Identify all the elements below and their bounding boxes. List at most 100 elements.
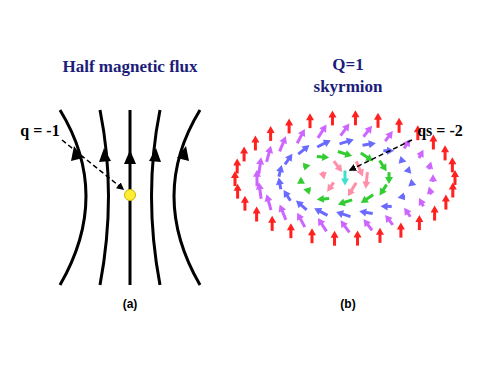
spin-head [395,118,403,125]
spin-head [381,202,388,210]
field-line [100,110,109,285]
spin-head [417,150,424,158]
arrowhead [149,148,161,162]
spin-head [429,174,437,181]
leader-line [62,140,123,189]
panel-title: Q=1 [332,56,363,75]
spin-head [328,110,336,117]
spin-head [276,165,284,173]
arrowhead [71,146,83,161]
spin-head [448,157,456,164]
field-lines [60,110,200,285]
spin-head [233,158,241,165]
leader-line [350,140,412,170]
spin-head [342,124,349,132]
spin-head [376,228,384,235]
spin-head [354,231,362,238]
field-line [60,110,86,285]
arrowhead [177,146,189,161]
spin-head [280,136,287,144]
spin-head [419,198,426,206]
spin-head [287,223,295,230]
spin-head [297,177,305,184]
spin-head [364,219,371,227]
spin-head [335,164,342,172]
spin-head [385,131,392,139]
panel-letter: (a) [123,298,138,311]
spin-head [348,188,355,196]
spin-head [256,157,264,164]
spin-head [267,126,275,133]
spin-head [298,129,305,137]
spin-head [296,201,304,209]
spin-head [240,146,248,153]
spin-head [302,145,310,153]
spin-head [425,162,433,170]
spin-head [276,178,284,186]
spin-head [279,205,286,213]
spin-head [408,179,416,187]
spin-head [322,153,329,161]
spin-head [415,215,423,222]
spin-head [385,215,392,223]
spin-head [449,183,457,190]
charge-dot [125,190,136,201]
spin-head [442,195,450,202]
spin-head [319,172,327,180]
spin-head [318,218,325,226]
spin-head [359,208,367,216]
spin-head [308,228,316,235]
spin-head [231,171,239,178]
spin-head [327,184,334,192]
spin-head [314,208,322,215]
spin-head [285,118,293,125]
spin-head [431,206,439,213]
spin-head [234,184,242,191]
spin-head [303,163,311,171]
spin-head [356,168,363,176]
spin-head [361,196,369,203]
spin-head [253,207,261,214]
arrowhead [99,148,111,162]
spin-head [374,113,382,120]
field-line [152,110,161,285]
spin-head [398,192,406,200]
spin-head [362,181,370,188]
spin-head [380,187,387,195]
field-line [174,110,200,285]
spin-head [265,146,273,154]
spin-head [253,170,261,177]
spin-head [323,140,331,147]
spin-head [344,150,352,158]
panel-title: skyrmion [314,78,383,97]
spin-head [268,216,276,223]
panel-title: Half magnetic flux [62,58,197,77]
spin-head [256,182,264,189]
spin-head [404,166,412,174]
spin-head [317,195,324,203]
spin-head [399,156,407,164]
spin-head [251,135,259,142]
charge-label: qs = -2 [417,122,463,140]
spin-head [319,125,326,133]
spin-head [338,199,346,207]
spin-head [303,187,311,195]
spin-head [365,126,372,134]
spin-head [404,208,411,216]
spin-head [427,187,435,195]
charge-label: q = -1 [20,122,59,140]
spin-head [379,163,386,171]
spin-head [346,138,354,146]
spin-head [397,223,405,230]
spin-head [265,194,273,202]
spin-head [451,170,459,177]
spin-head [341,179,349,186]
spin-head [441,145,449,152]
spin-head [241,196,249,203]
panel-letter: (b) [340,298,355,311]
spin-head [284,190,291,198]
spin-head [385,177,393,184]
spin-head [285,154,292,162]
spin-head [331,231,339,238]
